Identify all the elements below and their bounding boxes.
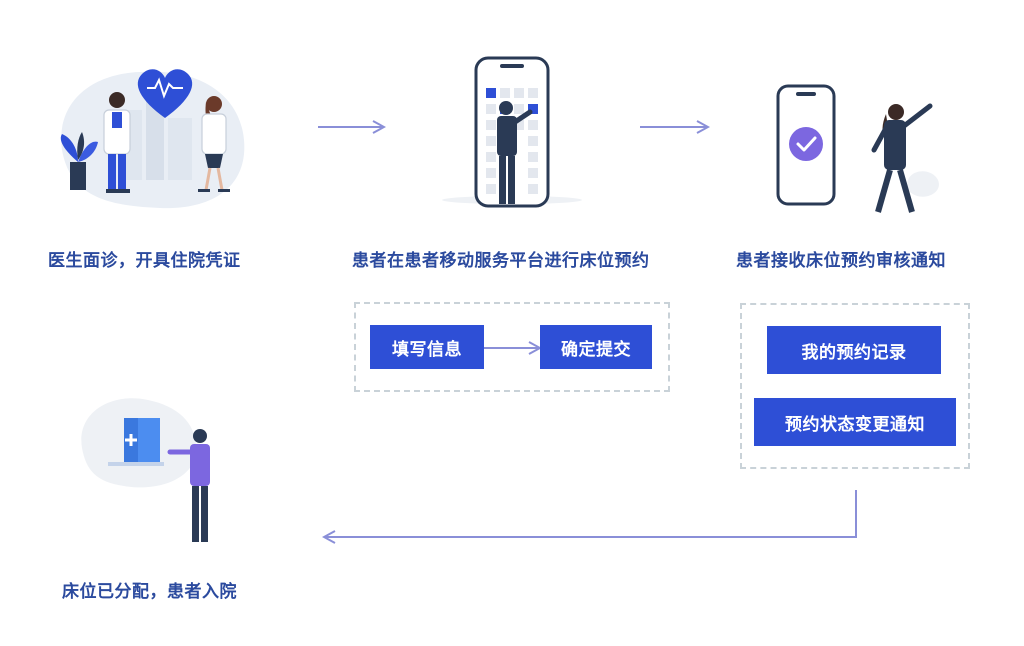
woman-figure — [871, 103, 933, 213]
patient-figure — [167, 429, 210, 542]
step3-label: 患者接收床位预约审核通知 — [736, 251, 946, 271]
step2-label: 患者在患者移动服务平台进行床位预约 — [352, 251, 650, 271]
booking-actions-box — [354, 302, 670, 392]
hospital-admission-illustration — [81, 398, 210, 542]
phone-booking-illustration — [442, 56, 582, 208]
step4-label: 床位已分配，患者入院 — [62, 582, 237, 602]
confirm-submit-button[interactable]: 确定提交 — [540, 325, 652, 369]
plant-icon — [60, 132, 98, 190]
fill-info-button[interactable]: 填写信息 — [370, 325, 484, 369]
step1-label: 医生面诊，开具住院凭证 — [48, 251, 241, 271]
notification-actions-box — [740, 303, 970, 469]
arrow-step3-to-step4 — [324, 490, 857, 537]
check-circle-icon — [789, 127, 823, 161]
phone-approved-notification-illustration — [776, 84, 939, 213]
status-change-button[interactable]: 预约状态变更通知 — [754, 398, 956, 446]
hospital-building-icon — [108, 418, 164, 466]
doctor-figure — [103, 92, 131, 193]
doctor-consultation-illustration — [60, 69, 245, 209]
my-records-button[interactable]: 我的预约记录 — [767, 326, 941, 374]
person-figure — [497, 101, 533, 204]
nurse-figure — [198, 96, 230, 192]
heart-icon — [137, 69, 193, 118]
